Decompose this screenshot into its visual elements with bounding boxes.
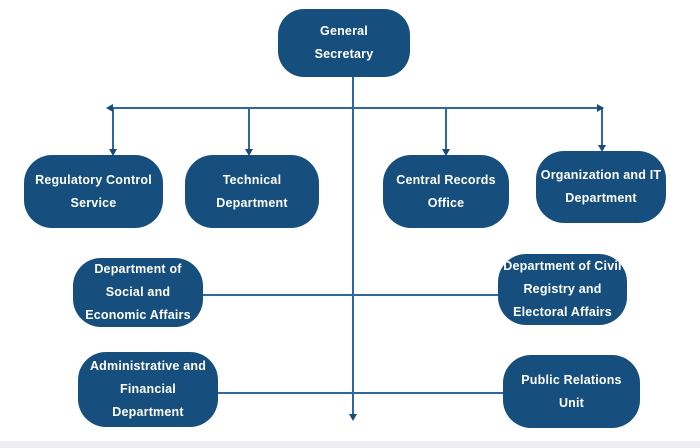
node-public-relations-unit: Public Relations Unit <box>503 355 640 428</box>
node-label-line: Office <box>427 195 465 210</box>
node-administrative-financial-department: Administrative and Financial Department <box>78 352 218 427</box>
connector-drop-regulatory <box>112 107 114 150</box>
node-label-line: Unit <box>558 395 585 410</box>
node-label-line: Organization and IT <box>540 168 662 182</box>
node-civil-registry-electoral-affairs: Department of Civil Registry and Elector… <box>498 254 627 325</box>
connector-drop-central-records <box>445 107 447 150</box>
node-label-line: Administrative and <box>89 359 207 373</box>
arrowhead-left-icon <box>106 104 113 112</box>
node-label-line: Electoral Affairs <box>513 305 612 319</box>
node-central-records-office: Central Records Office <box>383 155 509 228</box>
arrowhead-right-icon <box>597 104 604 112</box>
footer-bar <box>0 441 700 448</box>
node-label-line: Public Relations <box>521 372 622 387</box>
node-label-line: Department <box>216 195 288 210</box>
arrowhead-down-icon <box>245 149 253 156</box>
arrowhead-down-icon <box>442 149 450 156</box>
node-label-line: Service <box>70 195 117 210</box>
node-organization-it-department: Organization and IT Department <box>536 151 666 223</box>
node-label-line: Central Records <box>396 172 496 187</box>
node-general-secretary: General Secretary <box>278 9 410 77</box>
node-social-economic-affairs: Department of Social and Economic Affair… <box>73 258 203 327</box>
node-label-line: Financial <box>120 382 176 396</box>
node-label-line: Department <box>112 405 184 419</box>
arrowhead-down-icon <box>109 149 117 156</box>
connector-mid-horizontal <box>203 294 498 296</box>
connector-main-vertical <box>352 77 354 415</box>
node-label-line: Secretary <box>314 47 374 61</box>
node-label-line: General <box>320 24 368 38</box>
node-label-line: Technical <box>222 172 282 187</box>
node-regulatory-control-service: Regulatory Control Service <box>24 155 163 228</box>
node-label-line: Economic Affairs <box>85 308 191 322</box>
node-label-line: Department of Civil <box>503 259 622 273</box>
connector-bottom-horizontal <box>218 392 503 394</box>
arrowhead-down-icon <box>349 414 357 421</box>
arrowhead-down-icon <box>598 145 606 152</box>
connector-drop-org-it <box>601 107 603 146</box>
node-label-line: Regulatory Control <box>35 172 152 187</box>
node-technical-department: Technical Department <box>185 155 319 228</box>
connector-top-horizontal <box>113 107 603 109</box>
connector-drop-technical <box>248 107 250 150</box>
node-label-line: Social and <box>105 285 171 299</box>
node-label-line: Registry and <box>523 282 602 296</box>
node-label-line: Department of <box>94 262 182 276</box>
node-label-line: Department <box>565 191 637 205</box>
